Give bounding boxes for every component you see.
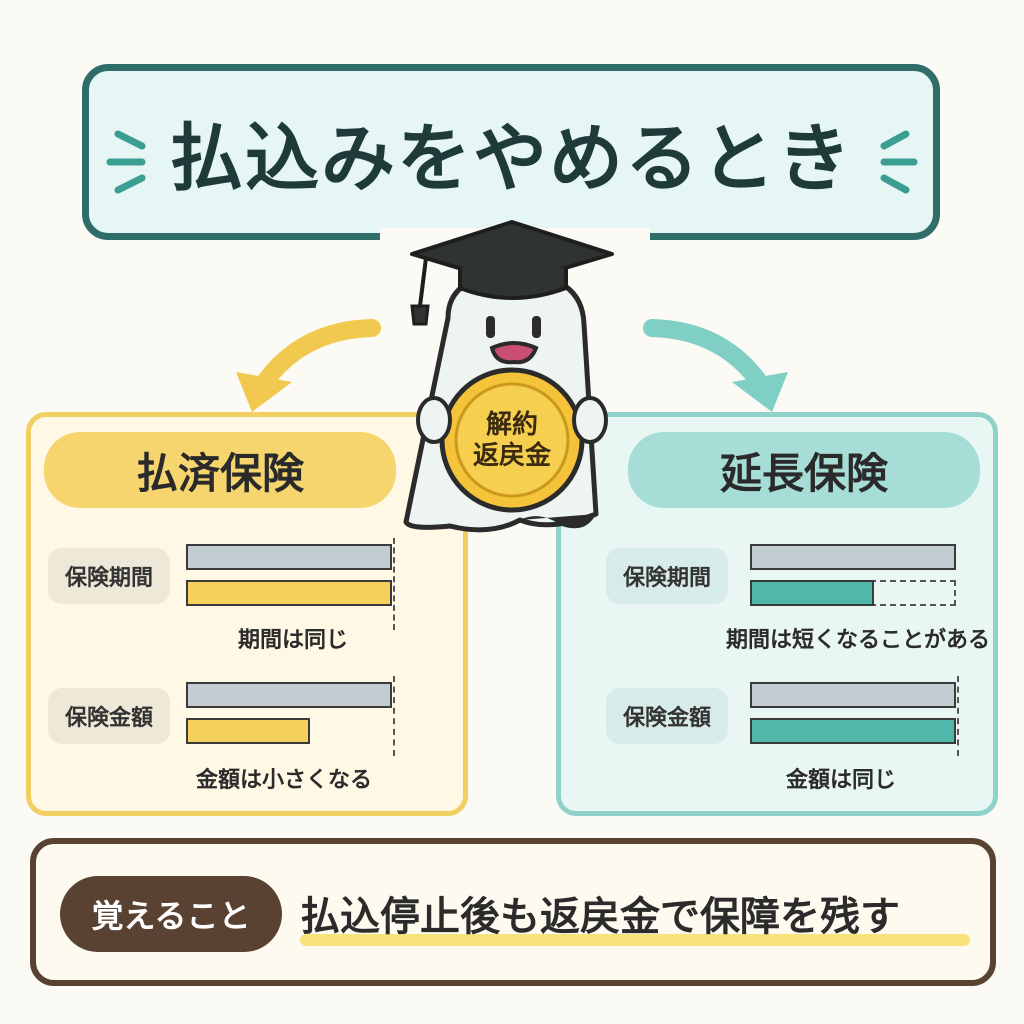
ghost-mascot-icon xyxy=(403,220,614,533)
page-title: 払込みをやめるとき xyxy=(169,115,853,202)
coin-label-line2: 返戻金 xyxy=(472,441,551,471)
right-period-label: 保険期間 xyxy=(606,548,728,604)
left-amount-note: 金額は小さくなる xyxy=(196,768,373,793)
right-amount-label: 保険金額 xyxy=(606,688,728,744)
coin-label-line1: 解約 xyxy=(485,409,538,440)
right-arrow-icon xyxy=(643,319,771,395)
left-period-after-bar xyxy=(186,580,392,606)
paid-up-insurance-heading: 払済保険 xyxy=(44,432,396,508)
branch-arrows xyxy=(236,319,788,412)
remember-label: 覚えること xyxy=(60,876,282,952)
right-period-note: 期間は短くなることがある xyxy=(726,628,991,653)
left-amount-before-bar xyxy=(186,682,392,708)
title-decoration-marks xyxy=(106,130,918,194)
right-amount-after-bar xyxy=(750,718,956,744)
right-amount-note: 金額は同じ xyxy=(786,768,897,793)
right-amount-reference-line xyxy=(957,676,959,756)
left-period-before-bar xyxy=(186,544,392,570)
left-amount-after-bar xyxy=(186,718,310,744)
left-amount-reference-line xyxy=(393,676,395,756)
right-period-after-bar xyxy=(750,580,874,606)
left-period-reference-line xyxy=(393,538,395,630)
left-arrow-icon xyxy=(253,319,381,395)
right-amount-before-bar xyxy=(750,682,956,708)
left-period-note: 期間は同じ xyxy=(238,628,349,653)
coin-label: 解約 返戻金 xyxy=(452,396,572,486)
left-amount-label: 保険金額 xyxy=(48,688,170,744)
extended-insurance-heading: 延長保険 xyxy=(628,432,980,508)
right-arrowhead-icon xyxy=(732,372,788,412)
remember-text: 払込停止後も返戻金で保障を残す xyxy=(300,894,900,940)
right-period-before-bar xyxy=(750,544,956,570)
left-period-label: 保険期間 xyxy=(48,548,170,604)
left-arrowhead-icon xyxy=(236,372,292,412)
remember-highlight xyxy=(300,934,970,946)
